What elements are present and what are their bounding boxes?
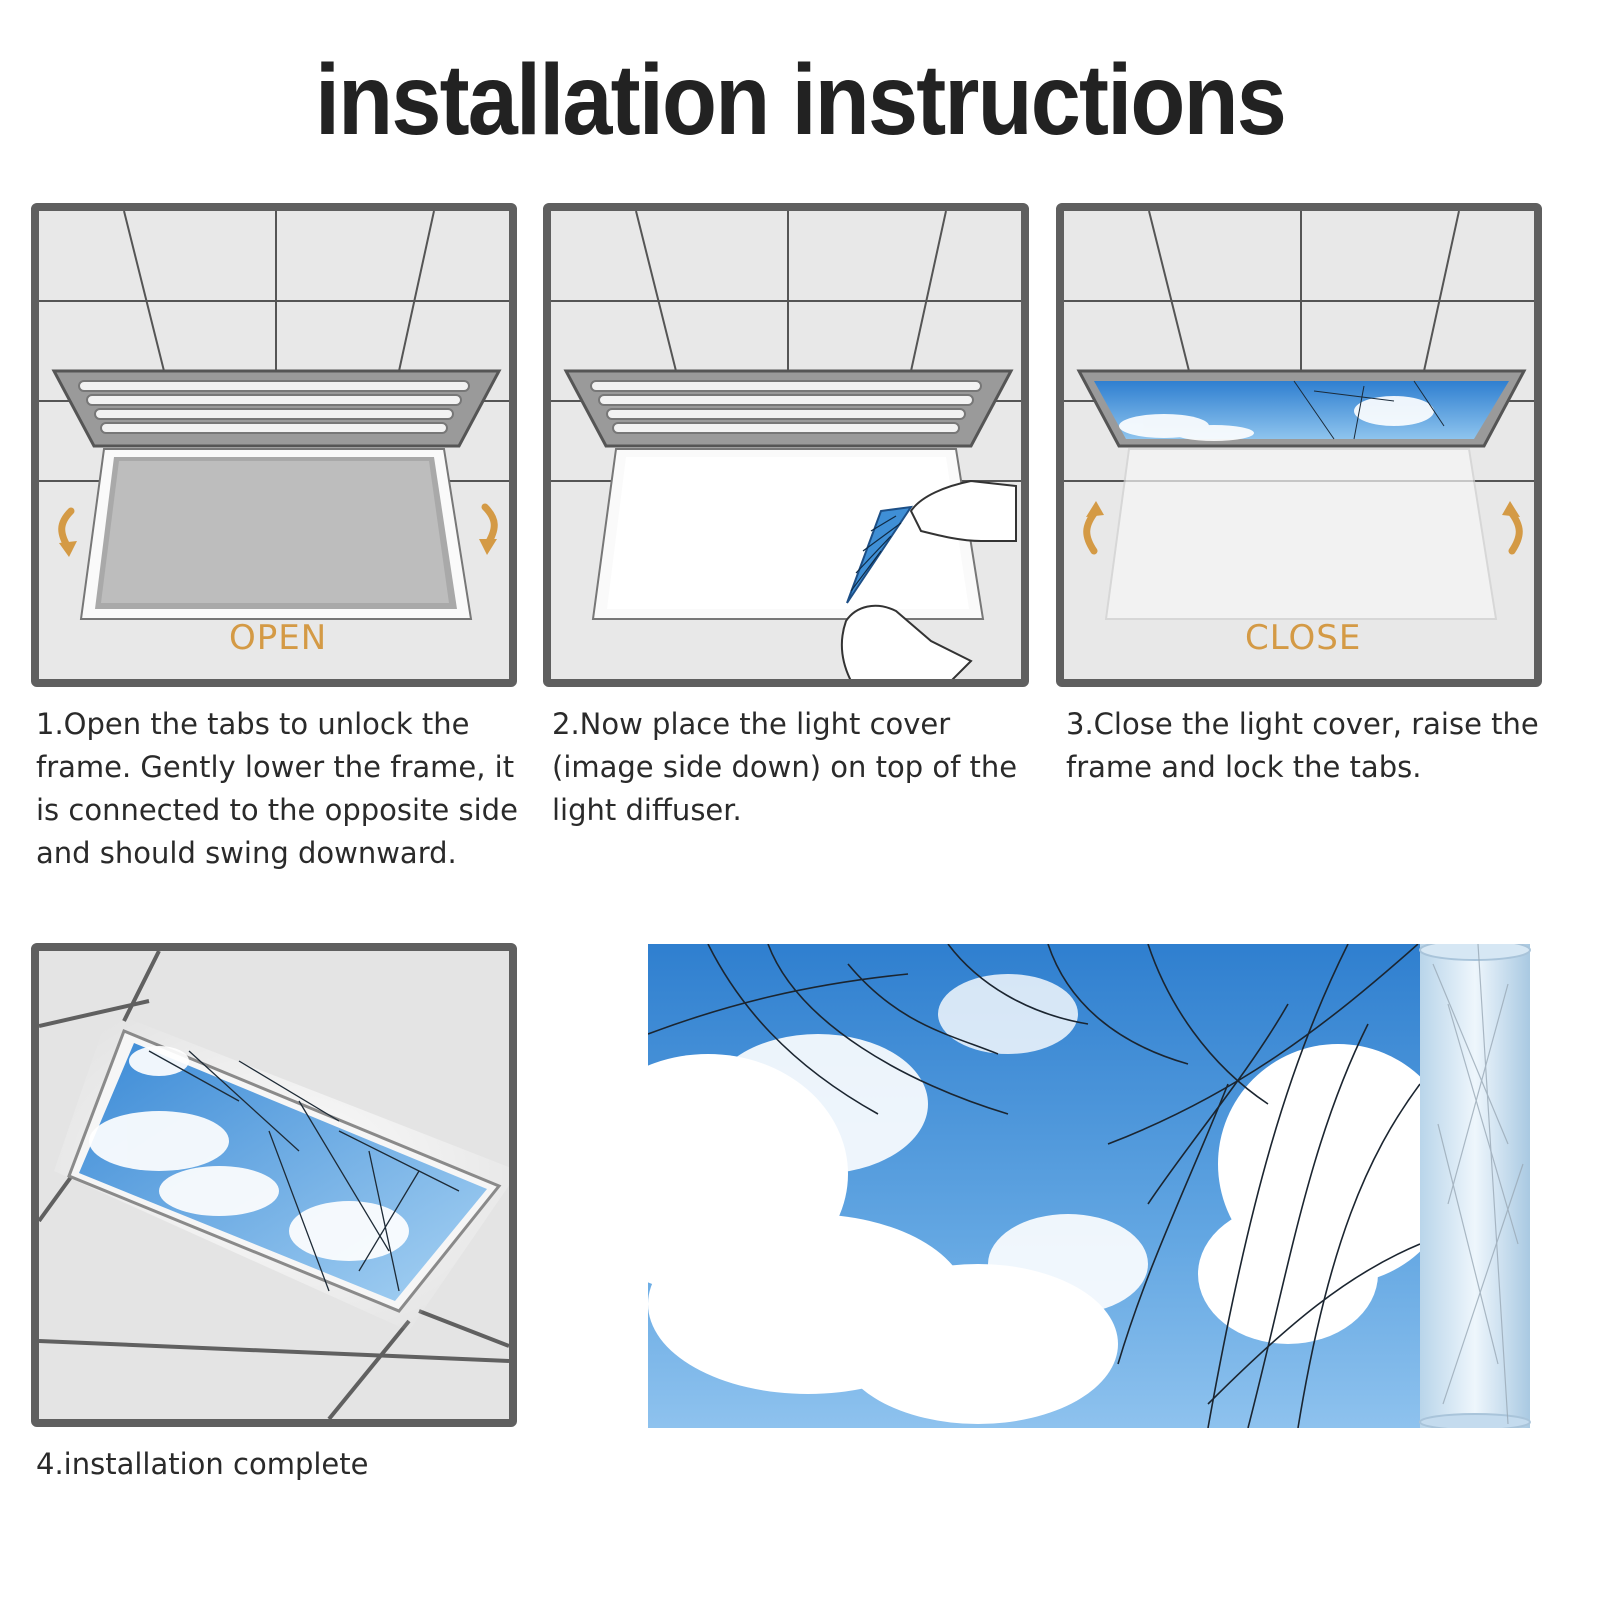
- tree-branches-sky-image: [648, 944, 1531, 1428]
- step-2-caption: 2.Now place the light cover (image side …: [552, 707, 1018, 827]
- close-label: CLOSE: [1245, 618, 1362, 658]
- step-4-caption: 4.installation complete: [36, 1447, 369, 1481]
- open-label: OPEN: [229, 618, 328, 658]
- step-1-caption: 1.Open the tabs to unlock the frame. Gen…: [36, 707, 518, 870]
- ceiling-close-illustration: [1064, 211, 1534, 679]
- step-3-illustration: [1056, 203, 1542, 687]
- step-2-illustration: [543, 203, 1029, 687]
- ceiling-open-illustration: [39, 211, 509, 679]
- sky-photo: [648, 944, 1536, 1428]
- page-title: installation instructions: [314, 44, 1287, 156]
- step-3-caption: 3.Close the light cover, raise the frame…: [1066, 707, 1539, 784]
- step-1-illustration: [31, 203, 517, 687]
- ceiling-place-cover-illustration: [551, 211, 1021, 679]
- step-4-illustration: [31, 943, 517, 1427]
- installed-panel-illustration: [39, 951, 509, 1419]
